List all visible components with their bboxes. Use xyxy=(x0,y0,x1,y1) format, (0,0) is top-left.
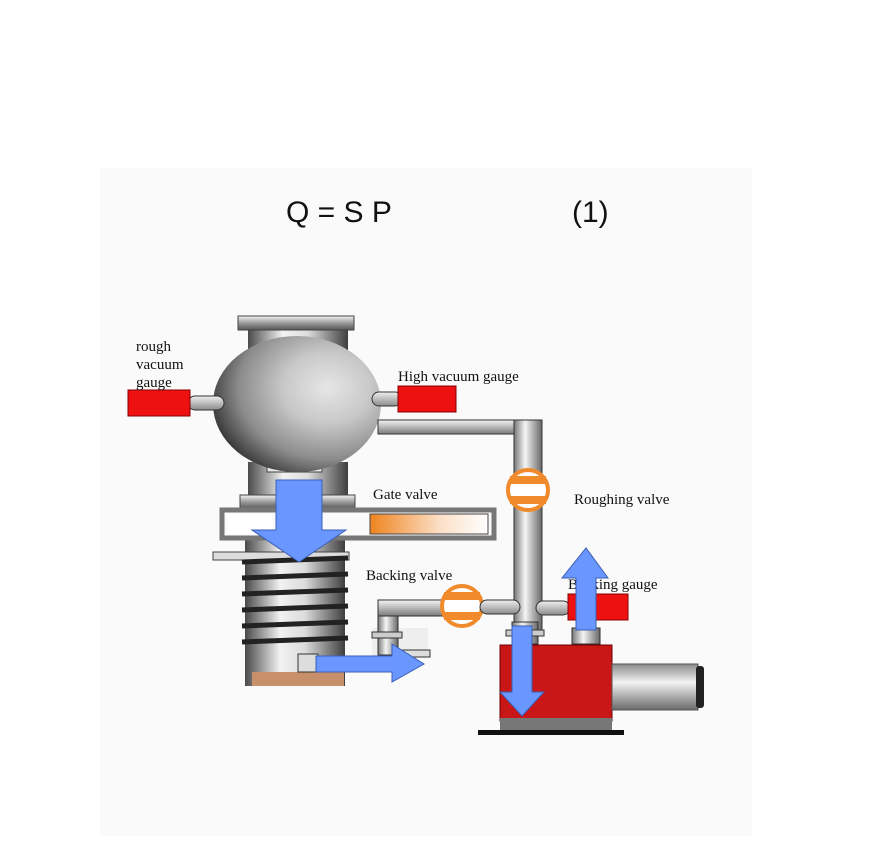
gate-valve-plate xyxy=(369,513,489,535)
pump-boiler-base xyxy=(252,672,344,686)
flow-arrow-down-main xyxy=(250,479,348,563)
high-vacuum-gauge-label: High vacuum gauge xyxy=(398,369,519,385)
flow-arrow-right-foreline xyxy=(315,643,425,683)
roughing-line-vertical xyxy=(513,419,543,633)
rough-gauge-label-1: rough xyxy=(136,339,171,355)
cooling-coils xyxy=(241,555,349,645)
backing-valve-stub xyxy=(479,599,521,615)
roughing-valve-band-bottom xyxy=(510,496,546,504)
gate-valve-label: Gate valve xyxy=(373,487,438,503)
top-flange xyxy=(237,315,355,331)
pump-motor xyxy=(611,663,699,711)
foreline-flange xyxy=(371,631,403,639)
vacuum-chamber-sphere xyxy=(213,336,381,472)
pump-floor-plate xyxy=(478,730,624,735)
roughing-valve-band-top xyxy=(510,476,546,484)
motor-end-cap xyxy=(696,666,704,708)
rotary-pump-base xyxy=(500,718,612,730)
roughing-valve-label: Roughing valve xyxy=(574,492,670,508)
gate-valve-frame xyxy=(219,507,497,541)
rough-gauge-stub xyxy=(187,395,225,411)
rough-gauge-label-3: gauge xyxy=(136,375,172,391)
flow-arrow-down-pump xyxy=(498,625,546,717)
equation-number: (1) xyxy=(572,196,609,229)
backing-valve-band-bottom xyxy=(444,612,480,620)
foreline-port xyxy=(297,653,319,673)
equation-formula: Q = S P xyxy=(286,196,392,229)
roughing-line-horizontal xyxy=(377,419,529,435)
backing-gauge-stub xyxy=(535,600,571,616)
high-vacuum-gauge xyxy=(397,385,457,413)
rough-gauge-label-2: vacuum xyxy=(136,357,184,373)
rough-vacuum-gauge xyxy=(127,389,191,417)
backing-valve-band-top xyxy=(444,592,480,600)
backing-valve-label: Backing valve xyxy=(366,568,453,584)
gate-valve-bore xyxy=(227,514,272,534)
flow-arrow-up-exhaust xyxy=(560,547,609,631)
figure-panel xyxy=(100,168,752,836)
